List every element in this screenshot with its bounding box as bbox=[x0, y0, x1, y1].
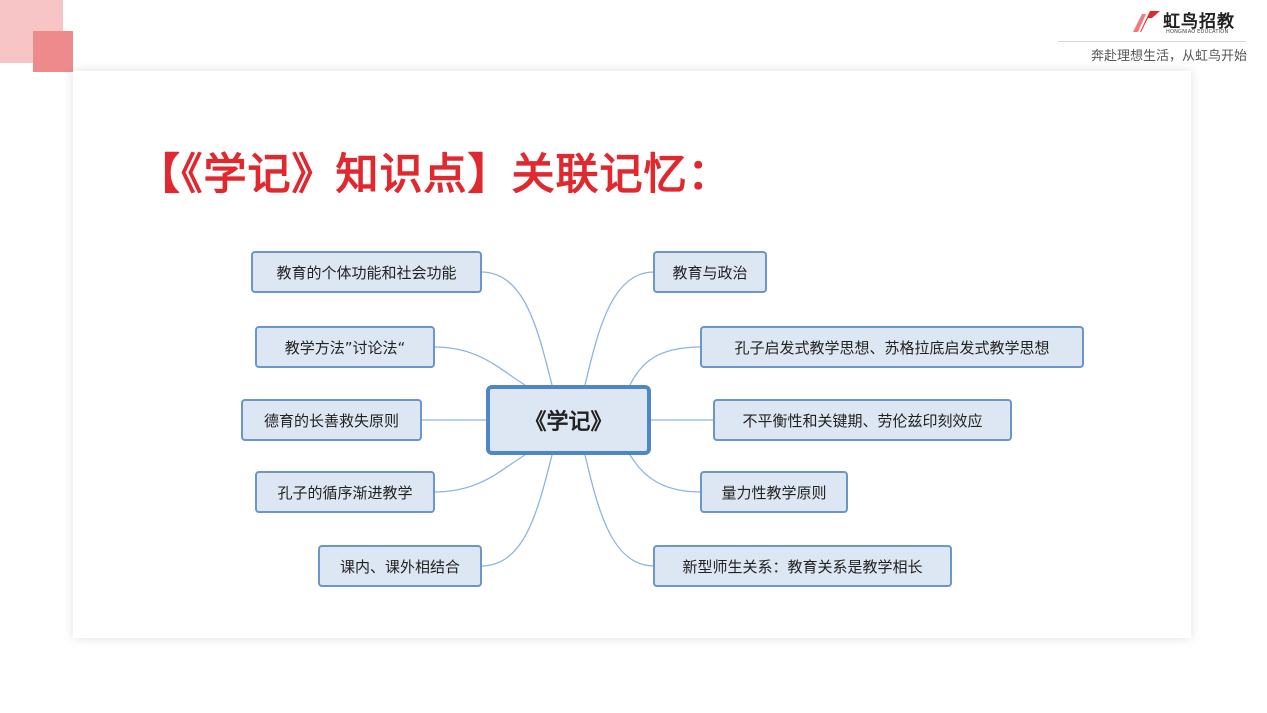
corner-decoration-dark bbox=[33, 31, 73, 72]
mindmap-node-right-4: 量力性教学原则 bbox=[700, 471, 848, 513]
brand-name: 虹鸟招教 bbox=[1163, 12, 1235, 32]
link-right-4 bbox=[629, 454, 702, 493]
mindmap-node-left-1: 教育的个体功能和社会功能 bbox=[251, 251, 482, 293]
bird-logo-icon bbox=[1133, 11, 1160, 32]
mindmap-node-left-3: 德育的长善救失原则 bbox=[241, 399, 422, 441]
link-right-1 bbox=[584, 271, 655, 386]
link-left-5 bbox=[480, 454, 553, 567]
mindmap-node-right-5: 新型师生关系：教育关系是教学相长 bbox=[653, 545, 952, 587]
mindmap-node-right-1: 教育与政治 bbox=[653, 251, 767, 293]
link-left-4 bbox=[433, 454, 526, 493]
mindmap-node-right-2: 孔子启发式教学思想、苏格拉底启发式教学思想 bbox=[700, 326, 1084, 368]
mindmap-node-left-2: 教学方法”讨论法“ bbox=[255, 326, 435, 368]
link-right-2 bbox=[629, 346, 702, 386]
mindmap-node-left-5: 课内、课外相结合 bbox=[318, 545, 482, 587]
slogan: 奔赴理想生活，从虹鸟开始 bbox=[1090, 49, 1247, 64]
link-right-5 bbox=[584, 454, 655, 567]
header-divider bbox=[1058, 41, 1246, 42]
link-left-1 bbox=[480, 271, 553, 386]
mindmap-node-right-3: 不平衡性和关键期、劳伦兹印刻效应 bbox=[713, 399, 1012, 441]
brand-logo: 虹鸟招教 HONGNIAO EDUCATION bbox=[1130, 6, 1245, 40]
mindmap-center-node: 《学记》 bbox=[486, 385, 651, 455]
mindmap-node-left-4: 孔子的循序渐进教学 bbox=[255, 471, 435, 513]
page-title: 【《学记》知识点】关联记忆： bbox=[137, 150, 732, 200]
link-left-2 bbox=[433, 346, 526, 386]
brand-name-en: HONGNIAO EDUCATION bbox=[1166, 29, 1229, 35]
